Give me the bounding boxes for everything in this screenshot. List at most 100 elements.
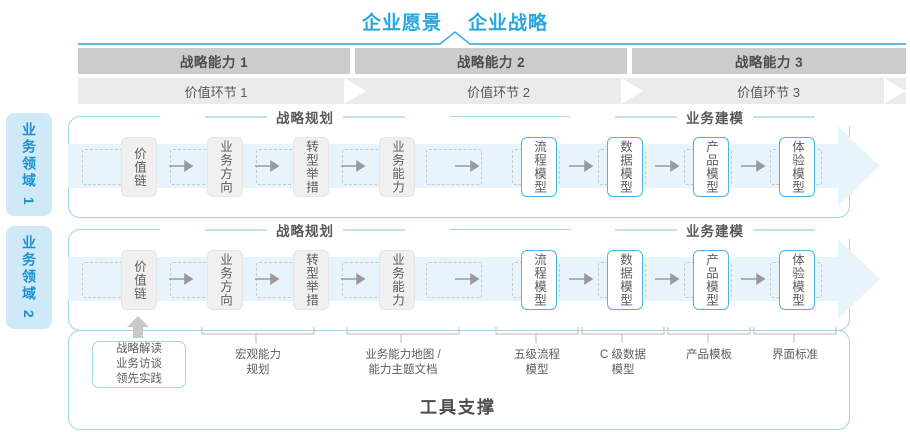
node-label: 数据模型: [618, 140, 632, 194]
caption-rule-right: [343, 116, 405, 118]
enterprise-strategy-label: 企业战略: [468, 12, 549, 34]
capability-cell: 战略能力 1: [78, 48, 350, 74]
node-label: 转型举措: [304, 253, 318, 307]
strategic-capability-bar: 战略能力 1 战略能力 2 战略能力 3: [78, 48, 906, 74]
node-transformation-measures[interactable]: 转型举措: [293, 250, 329, 310]
flow-arrow-icon: [569, 273, 594, 285]
flow-arrow-icon: [455, 273, 480, 285]
tool-label: 业务能力地图 / 能力主题文档: [365, 349, 441, 377]
capability-cell: 战略能力 2: [355, 48, 627, 74]
chevron-notch-icon: [621, 78, 643, 104]
node-process-model[interactable]: 流程模型: [521, 250, 557, 310]
tool-label: 五级流程 模型: [514, 349, 560, 377]
node-label: 业务能力: [390, 253, 404, 307]
node-data-model[interactable]: 数据模型: [607, 137, 643, 197]
flow-arrow-icon: [341, 273, 366, 285]
apex-connector-line: [78, 31, 906, 45]
capability-label: 战略能力 1: [179, 55, 249, 70]
node-label: 数据模型: [618, 253, 632, 307]
flow-arrow-icon: [741, 160, 766, 172]
node-business-direction[interactable]: 业务方向: [207, 137, 243, 197]
node-label: 业务方向: [218, 253, 232, 307]
node-experience-model[interactable]: 体验模型: [779, 250, 815, 310]
bracket-connector: [667, 327, 751, 343]
node-value-chain[interactable]: 价值链: [121, 250, 157, 310]
flow-arrow-icon: [741, 273, 766, 285]
sidebar-item-domain-1[interactable]: 业务领域 1: [6, 113, 52, 216]
tool-highlight-box[interactable]: 战略解读 业务访谈 领先实践: [92, 341, 186, 388]
value-link-label: 价值环节 1: [184, 84, 248, 100]
caption-rule-right: [343, 229, 405, 231]
section-caption-modeling-2: 业务建模: [570, 221, 860, 239]
flow-arrow-icon: [455, 160, 480, 172]
section-label: 业务建模: [686, 111, 744, 126]
node-label: 价值链: [132, 259, 146, 301]
capability-label: 战略能力 3: [734, 55, 804, 70]
flow-arrow-icon: [255, 273, 280, 285]
capability-label: 战略能力 2: [456, 55, 526, 70]
chevron-notch-icon: [344, 78, 366, 104]
node-label: 业务能力: [390, 140, 404, 194]
flow-arrow-icon: [169, 160, 194, 172]
placeholder-box: [426, 149, 482, 185]
flow-arrow-icon: [569, 160, 594, 172]
node-label: 流程模型: [532, 253, 546, 307]
tool-label: 宏观能力 规划: [235, 349, 281, 377]
bracket-connector: [201, 327, 315, 343]
flow-arrow-icon: [655, 273, 680, 285]
node-label: 价值链: [132, 146, 146, 188]
vision-strategy-header: 企业愿景 企业战略: [0, 6, 910, 36]
domain-label: 业务领域 2: [21, 234, 37, 321]
up-arrow-icon: [127, 316, 149, 338]
node-data-model[interactable]: 数据模型: [607, 250, 643, 310]
node-label: 业务方向: [218, 140, 232, 194]
caption-rule-left: [205, 229, 267, 231]
section-caption-planning: 战略规划: [160, 108, 450, 126]
sidebar-item-domain-2[interactable]: 业务领域 2: [6, 226, 52, 329]
node-label: 产品模型: [704, 140, 718, 194]
caption-rule-left: [615, 229, 677, 231]
node-product-model[interactable]: 产品模型: [693, 137, 729, 197]
node-business-direction[interactable]: 业务方向: [207, 250, 243, 310]
flow-arrow-icon: [169, 273, 194, 285]
node-label: 体验模型: [790, 140, 804, 194]
section-caption-planning-2: 战略规划: [160, 221, 450, 239]
caption-rule-right: [753, 116, 815, 118]
node-experience-model[interactable]: 体验模型: [779, 137, 815, 197]
node-business-capability[interactable]: 业务能力: [379, 250, 415, 310]
caption-rule-left: [205, 116, 267, 118]
value-link-label: 价值环节 2: [467, 84, 530, 100]
value-link-cell: 价值环节 1: [78, 78, 366, 104]
tool-label: C 级数据 模型: [600, 349, 646, 377]
capability-cell: 战略能力 3: [632, 48, 906, 74]
tool-label: 界面标准: [772, 349, 818, 361]
value-link-bar: 价值环节 1 价值环节 2 价值环节 3: [78, 78, 906, 104]
bracket-connector: [753, 327, 837, 343]
tool-label: 产品模板: [686, 349, 732, 361]
node-transformation-measures[interactable]: 转型举措: [293, 137, 329, 197]
node-label: 转型举措: [304, 140, 318, 194]
value-link-cell: 价值环节 3: [643, 78, 906, 104]
section-label: 业务建模: [686, 224, 744, 239]
node-product-model[interactable]: 产品模型: [693, 250, 729, 310]
section-caption-modeling: 业务建模: [570, 108, 860, 126]
flow-arrow-icon: [655, 160, 680, 172]
node-label: 产品模型: [704, 253, 718, 307]
tool-support-title: 工具支撑: [420, 397, 496, 417]
value-link-cell: 价值环节 2: [366, 78, 643, 104]
caption-rule-right: [753, 229, 815, 231]
section-label: 战略规划: [276, 111, 334, 126]
bracket-connector: [495, 327, 579, 343]
node-business-capability[interactable]: 业务能力: [379, 137, 415, 197]
bracket-connector: [581, 327, 665, 343]
section-label: 战略规划: [276, 224, 334, 239]
enterprise-vision-label: 企业愿景: [361, 12, 442, 34]
node-process-model[interactable]: 流程模型: [521, 137, 557, 197]
domain-label: 业务领域 1: [21, 121, 37, 208]
node-label: 流程模型: [532, 140, 546, 194]
flow-arrow-icon: [255, 160, 280, 172]
value-link-label: 价值环节 3: [737, 84, 800, 100]
node-value-chain[interactable]: 价值链: [121, 137, 157, 197]
placeholder-box: [426, 262, 482, 298]
